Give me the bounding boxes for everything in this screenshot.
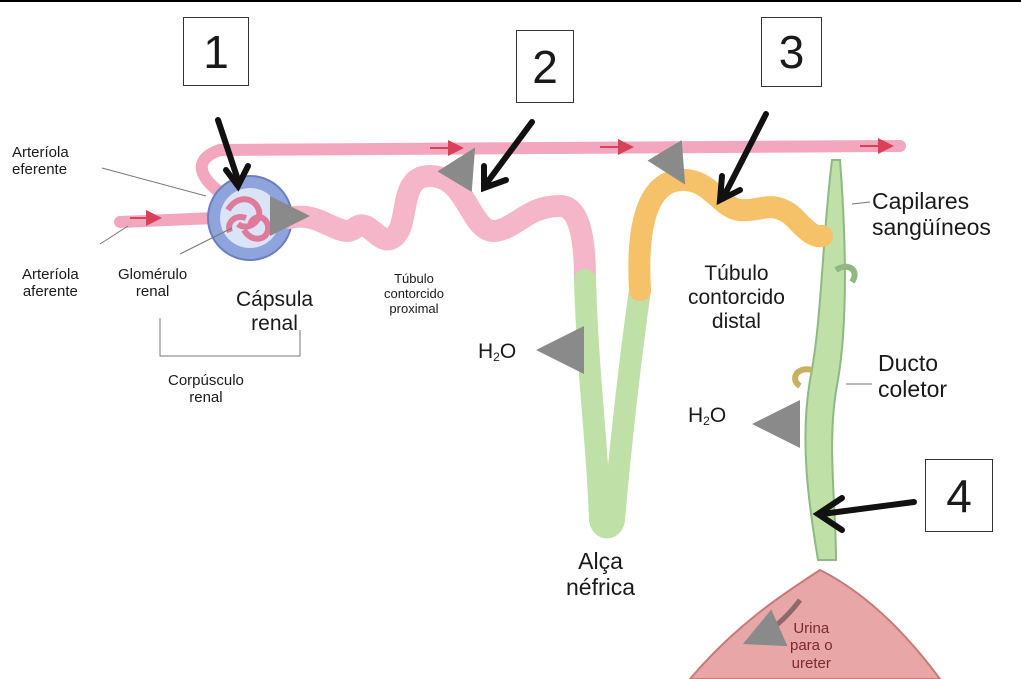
marker-box-2: 2 <box>516 30 574 103</box>
label-h2o-duct: H2O <box>688 404 726 428</box>
marker-box-3: 3 <box>761 17 822 87</box>
label-capilares: Capilares sangüíneos <box>872 188 991 241</box>
marker-box-1: 1 <box>183 17 249 86</box>
label-urina: Urina para o ureter <box>790 620 833 672</box>
marker-box-4: 4 <box>925 459 993 532</box>
label-tubulo-distal: Túbulo contorcido distal <box>688 262 785 334</box>
label-arteriola-aferente: Arteríola aferente <box>22 266 79 301</box>
loop-of-henle <box>585 280 640 528</box>
proximal-tubule <box>290 176 585 280</box>
label-tubulo-proximal: Túbulo contorcido proximal <box>384 272 444 317</box>
label-h2o-loop: H2O <box>478 340 516 364</box>
label-glomerulo-renal: Glomérulo renal <box>118 266 187 301</box>
reabsorption-arrow-proximal <box>458 156 470 176</box>
efferent-arteriole <box>202 146 900 198</box>
label-capsula-renal: Cápsula renal <box>236 288 313 336</box>
label-corpusculo-renal: Corpúsculo renal <box>168 372 244 407</box>
label-alca-nefrica: Alça néfrica <box>566 548 635 601</box>
label-ducto-coletor: Ducto coletor <box>878 350 947 403</box>
label-arteriola-eferente: Arteríola eferente <box>12 144 69 179</box>
